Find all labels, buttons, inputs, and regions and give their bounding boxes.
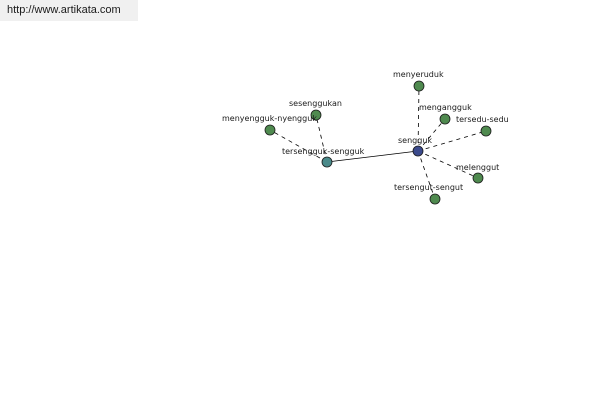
- node-label-menyengguk-nyengguk[interactable]: menyengguk-nyengguk: [222, 114, 317, 123]
- node-label-tersengguk-sengguk[interactable]: tersengguk-sengguk: [282, 147, 365, 156]
- node-menyengguk-nyengguk[interactable]: [264, 124, 276, 136]
- node-sesenggukan[interactable]: [310, 109, 322, 121]
- node-sengguk[interactable]: [412, 145, 424, 157]
- edge-tersengguk-sengguk-sesenggukan: [315, 114, 328, 163]
- node-tersengut-sengut[interactable]: [429, 193, 441, 205]
- node-label-mengangguk[interactable]: mengangguk: [419, 103, 472, 112]
- node-melenggut[interactable]: [472, 172, 484, 184]
- edge-sengguk-tersedu-sedu: [417, 130, 487, 152]
- graph-edges: [269, 85, 487, 200]
- edge-tersengguk-sengguk-menyengguk-nyengguk: [269, 129, 328, 163]
- node-label-sengguk[interactable]: sengguk: [398, 136, 432, 145]
- graph-nodes: [264, 80, 492, 205]
- node-tersedu-sedu[interactable]: [480, 125, 492, 137]
- node-menyeruduk[interactable]: [413, 80, 425, 92]
- edge-sengguk-tersengut-sengut: [417, 150, 436, 200]
- node-label-tersengut-sengut[interactable]: tersengut-sengut: [394, 183, 463, 192]
- edge-sengguk-melenggut: [417, 150, 479, 179]
- node-label-sesenggukan[interactable]: sesenggukan: [289, 99, 342, 108]
- url-bar: http://www.artikata.com: [0, 0, 138, 21]
- site-url-link[interactable]: http://www.artikata.com: [7, 4, 121, 16]
- edge-sengguk-mengangguk: [417, 118, 446, 152]
- node-mengangguk[interactable]: [439, 113, 451, 125]
- edge-sengguk-tersengguk-sengguk: [326, 150, 419, 163]
- edge-sengguk-menyeruduk: [417, 85, 420, 152]
- node-label-menyeruduk[interactable]: menyeruduk: [393, 70, 444, 79]
- graph-labels: sengguk tersengguk-sengguk menyeruduk menga…: [222, 70, 509, 192]
- node-label-melenggut[interactable]: melenggut: [456, 163, 499, 172]
- node-tersengguk-sengguk[interactable]: [321, 156, 333, 168]
- node-label-tersedu-sedu[interactable]: tersedu-sedu: [456, 115, 509, 124]
